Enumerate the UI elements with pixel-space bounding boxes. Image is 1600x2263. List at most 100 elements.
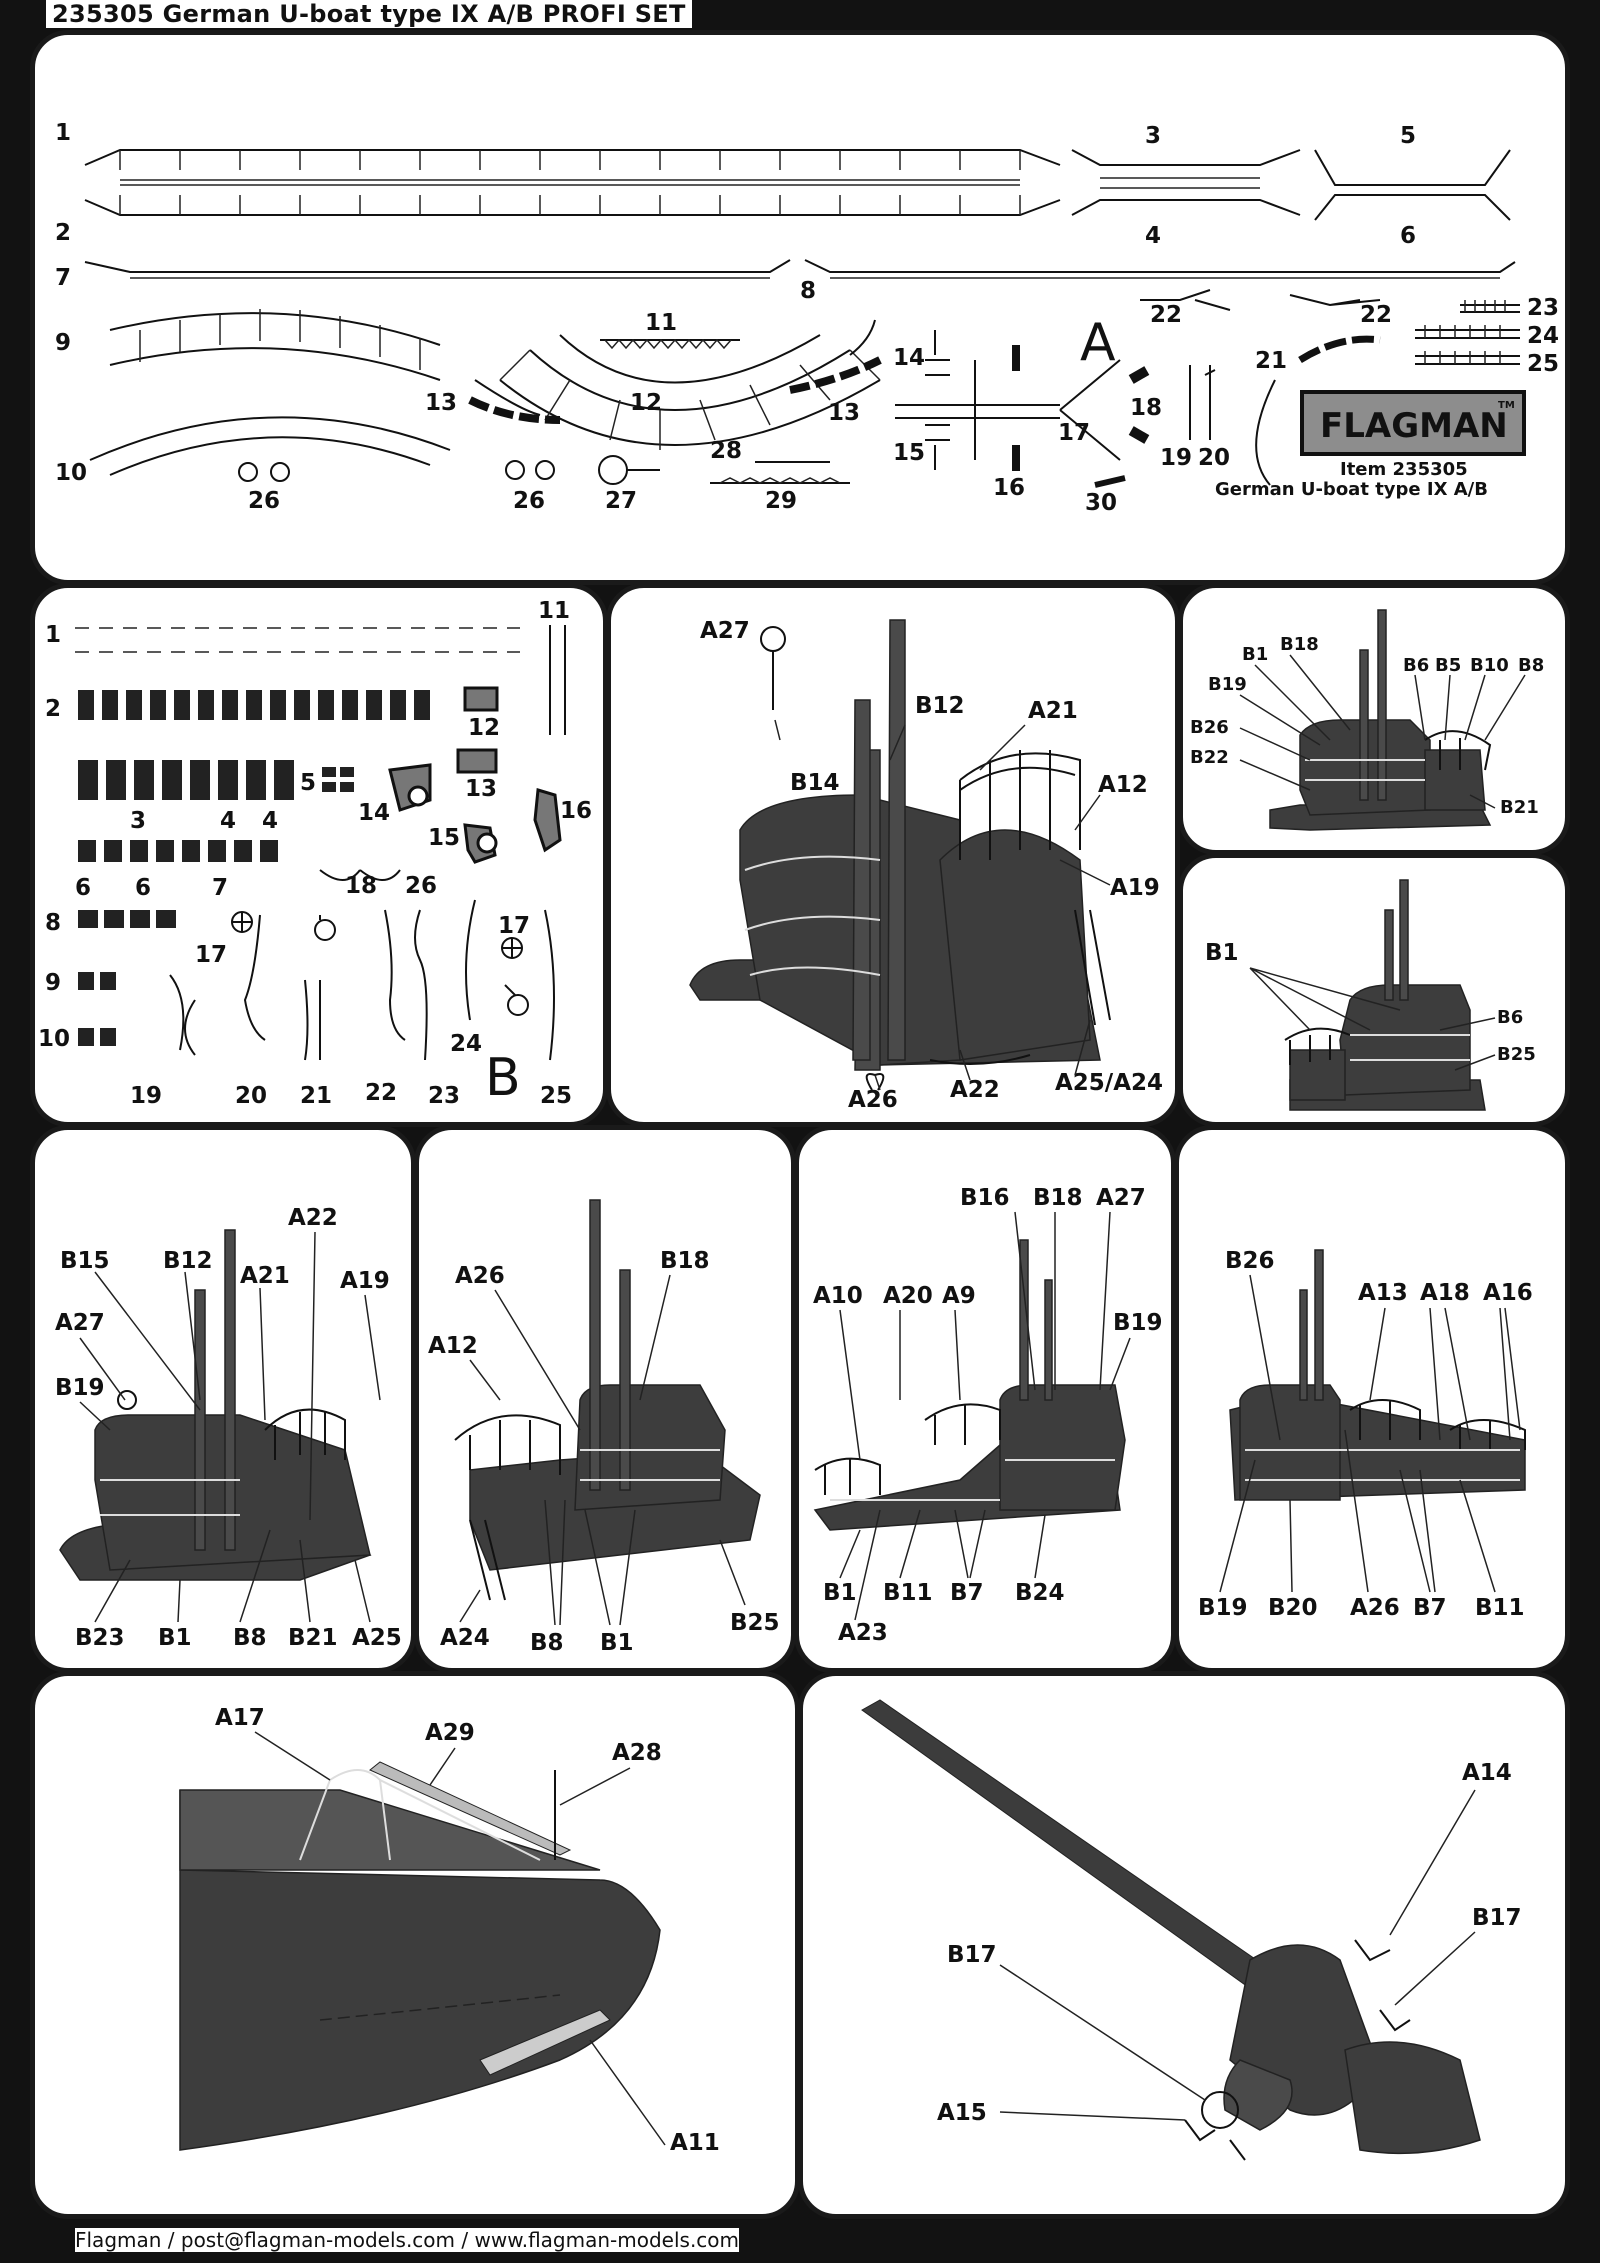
svg-text:A15: A15 [937,2100,987,2126]
svg-text:13: 13 [828,400,860,426]
tower-1-drawing [59,1229,372,1581]
tower-main-drawing [689,619,1111,1091]
svg-text:A17: A17 [215,1705,265,1731]
page-title: 235305 German U-boat type IX A/B PROFI S… [46,0,692,28]
svg-text:21: 21 [1255,348,1287,374]
svg-text:6: 6 [75,875,91,901]
svg-text:4: 4 [220,808,236,834]
tower-3-drawing [813,1239,1126,1531]
fret-b-labels: 1 2 3 4 4 5 6 6 7 8 9 10 11 12 13 14 15 … [38,598,592,1109]
svg-text:A24: A24 [440,1625,490,1651]
svg-text:A20: A20 [883,1283,933,1309]
svg-text:B11: B11 [1475,1595,1525,1621]
svg-text:1: 1 [55,120,71,146]
svg-text:A26: A26 [1350,1595,1400,1621]
gun-labels: A14 B17 B17 A15 [937,1760,1522,2126]
svg-text:19: 19 [130,1083,162,1109]
logo-model: German U-boat type IX A/B [1215,479,1488,500]
svg-text:A21: A21 [240,1263,290,1289]
svg-text:11: 11 [645,310,677,336]
svg-text:B6: B6 [1403,655,1429,676]
svg-text:B26: B26 [1225,1248,1275,1274]
svg-text:B20: B20 [1268,1595,1318,1621]
panel-tower-4 [1174,1125,1570,1673]
tower-small-mid-labels: B1 B6 B25 [1205,940,1536,1071]
svg-text:B19: B19 [1208,674,1247,695]
svg-text:4: 4 [262,808,278,834]
tower-4-drawing [1229,1249,1526,1501]
svg-text:23: 23 [1527,295,1559,321]
svg-text:A22: A22 [288,1205,338,1231]
svg-text:14: 14 [358,800,390,826]
bow-labels: A17 A29 A28 A11 [215,1705,720,2156]
svg-text:A19: A19 [340,1268,390,1294]
svg-text:28: 28 [710,438,742,464]
svg-text:A29: A29 [425,1720,475,1746]
tower-2-drawing [454,1199,761,1601]
panel-gun [798,1671,1570,2219]
footer-contact: Flagman / post@flagman-models.com / www.… [75,2228,740,2252]
svg-text:B8: B8 [233,1625,267,1651]
svg-text:13: 13 [425,390,457,416]
svg-text:17: 17 [195,942,227,968]
panel-fret-a [30,30,1570,585]
fret-a-labels: 1 2 3 4 5 6 7 8 9 10 11 12 13 13 14 15 1… [55,120,1559,516]
svg-text:B8: B8 [530,1630,564,1656]
svg-text:7: 7 [55,265,71,291]
svg-text:21: 21 [300,1083,332,1109]
svg-text:22: 22 [365,1080,397,1106]
svg-text:26: 26 [248,488,280,514]
tower-main-labels: A27 B12 A21 B14 A12 A19 A26 A22 A25/A24 [700,618,1163,1113]
svg-text:16: 16 [560,798,592,824]
svg-text:B12: B12 [163,1248,213,1274]
svg-text:19: 19 [1160,445,1192,471]
tower-2-labels: A26 B18 A12 A24 B8 B1 B25 [428,1248,780,1656]
svg-text:18: 18 [1130,395,1162,421]
tower-1-labels: B15 B12 A21 A22 A19 A27 B19 B23 B1 B8 B2… [55,1205,402,1651]
svg-text:B18: B18 [660,1248,710,1274]
svg-text:15: 15 [893,440,925,466]
svg-text:A26: A26 [455,1263,505,1289]
svg-text:1: 1 [45,622,61,648]
svg-text:B1: B1 [1242,644,1268,665]
svg-text:A27: A27 [1096,1185,1146,1211]
svg-text:10: 10 [55,460,87,486]
svg-text:B1: B1 [823,1580,857,1606]
svg-text:A22: A22 [950,1077,1000,1103]
svg-text:8: 8 [45,910,61,936]
tower-3-labels: B16 B18 A27 A10 A20 A9 B19 B1 B11 B7 B24… [813,1185,1163,1646]
svg-text:A14: A14 [1462,1760,1512,1786]
logo-tm: TM [1498,400,1515,411]
svg-text:A9: A9 [942,1283,976,1309]
svg-text:B19: B19 [55,1375,105,1401]
svg-text:26: 26 [513,488,545,514]
svg-text:A25/A24: A25/A24 [1055,1070,1163,1096]
svg-text:24: 24 [450,1031,482,1057]
svg-text:A13: A13 [1358,1280,1408,1306]
svg-text:B21: B21 [288,1625,338,1651]
svg-text:22: 22 [1360,302,1392,328]
svg-text:5: 5 [300,770,316,796]
svg-text:6: 6 [135,875,151,901]
svg-text:17: 17 [498,913,530,939]
svg-text:B18: B18 [1280,634,1319,655]
svg-text:12: 12 [630,390,662,416]
svg-text:A21: A21 [1028,698,1078,724]
svg-text:4: 4 [1145,223,1161,249]
svg-text:A27: A27 [55,1310,105,1336]
fret-a-letter: A [1080,313,1116,373]
svg-text:24: 24 [1527,323,1559,349]
fret-b-parts [75,625,566,1061]
svg-text:26: 26 [405,873,437,899]
tower-small-top-drawing [1269,609,1492,831]
svg-text:22: 22 [1150,302,1182,328]
svg-text:A12: A12 [1098,772,1148,798]
fret-a-parts: FLAGMAN TM Item 235305 German U-boat typ… [84,149,1526,500]
svg-text:7: 7 [212,875,228,901]
svg-text:A18: A18 [1420,1280,1470,1306]
svg-text:B14: B14 [790,770,840,796]
svg-text:A27: A27 [700,618,750,644]
svg-text:B7: B7 [950,1580,984,1606]
svg-text:9: 9 [45,970,61,996]
svg-text:27: 27 [605,488,637,514]
